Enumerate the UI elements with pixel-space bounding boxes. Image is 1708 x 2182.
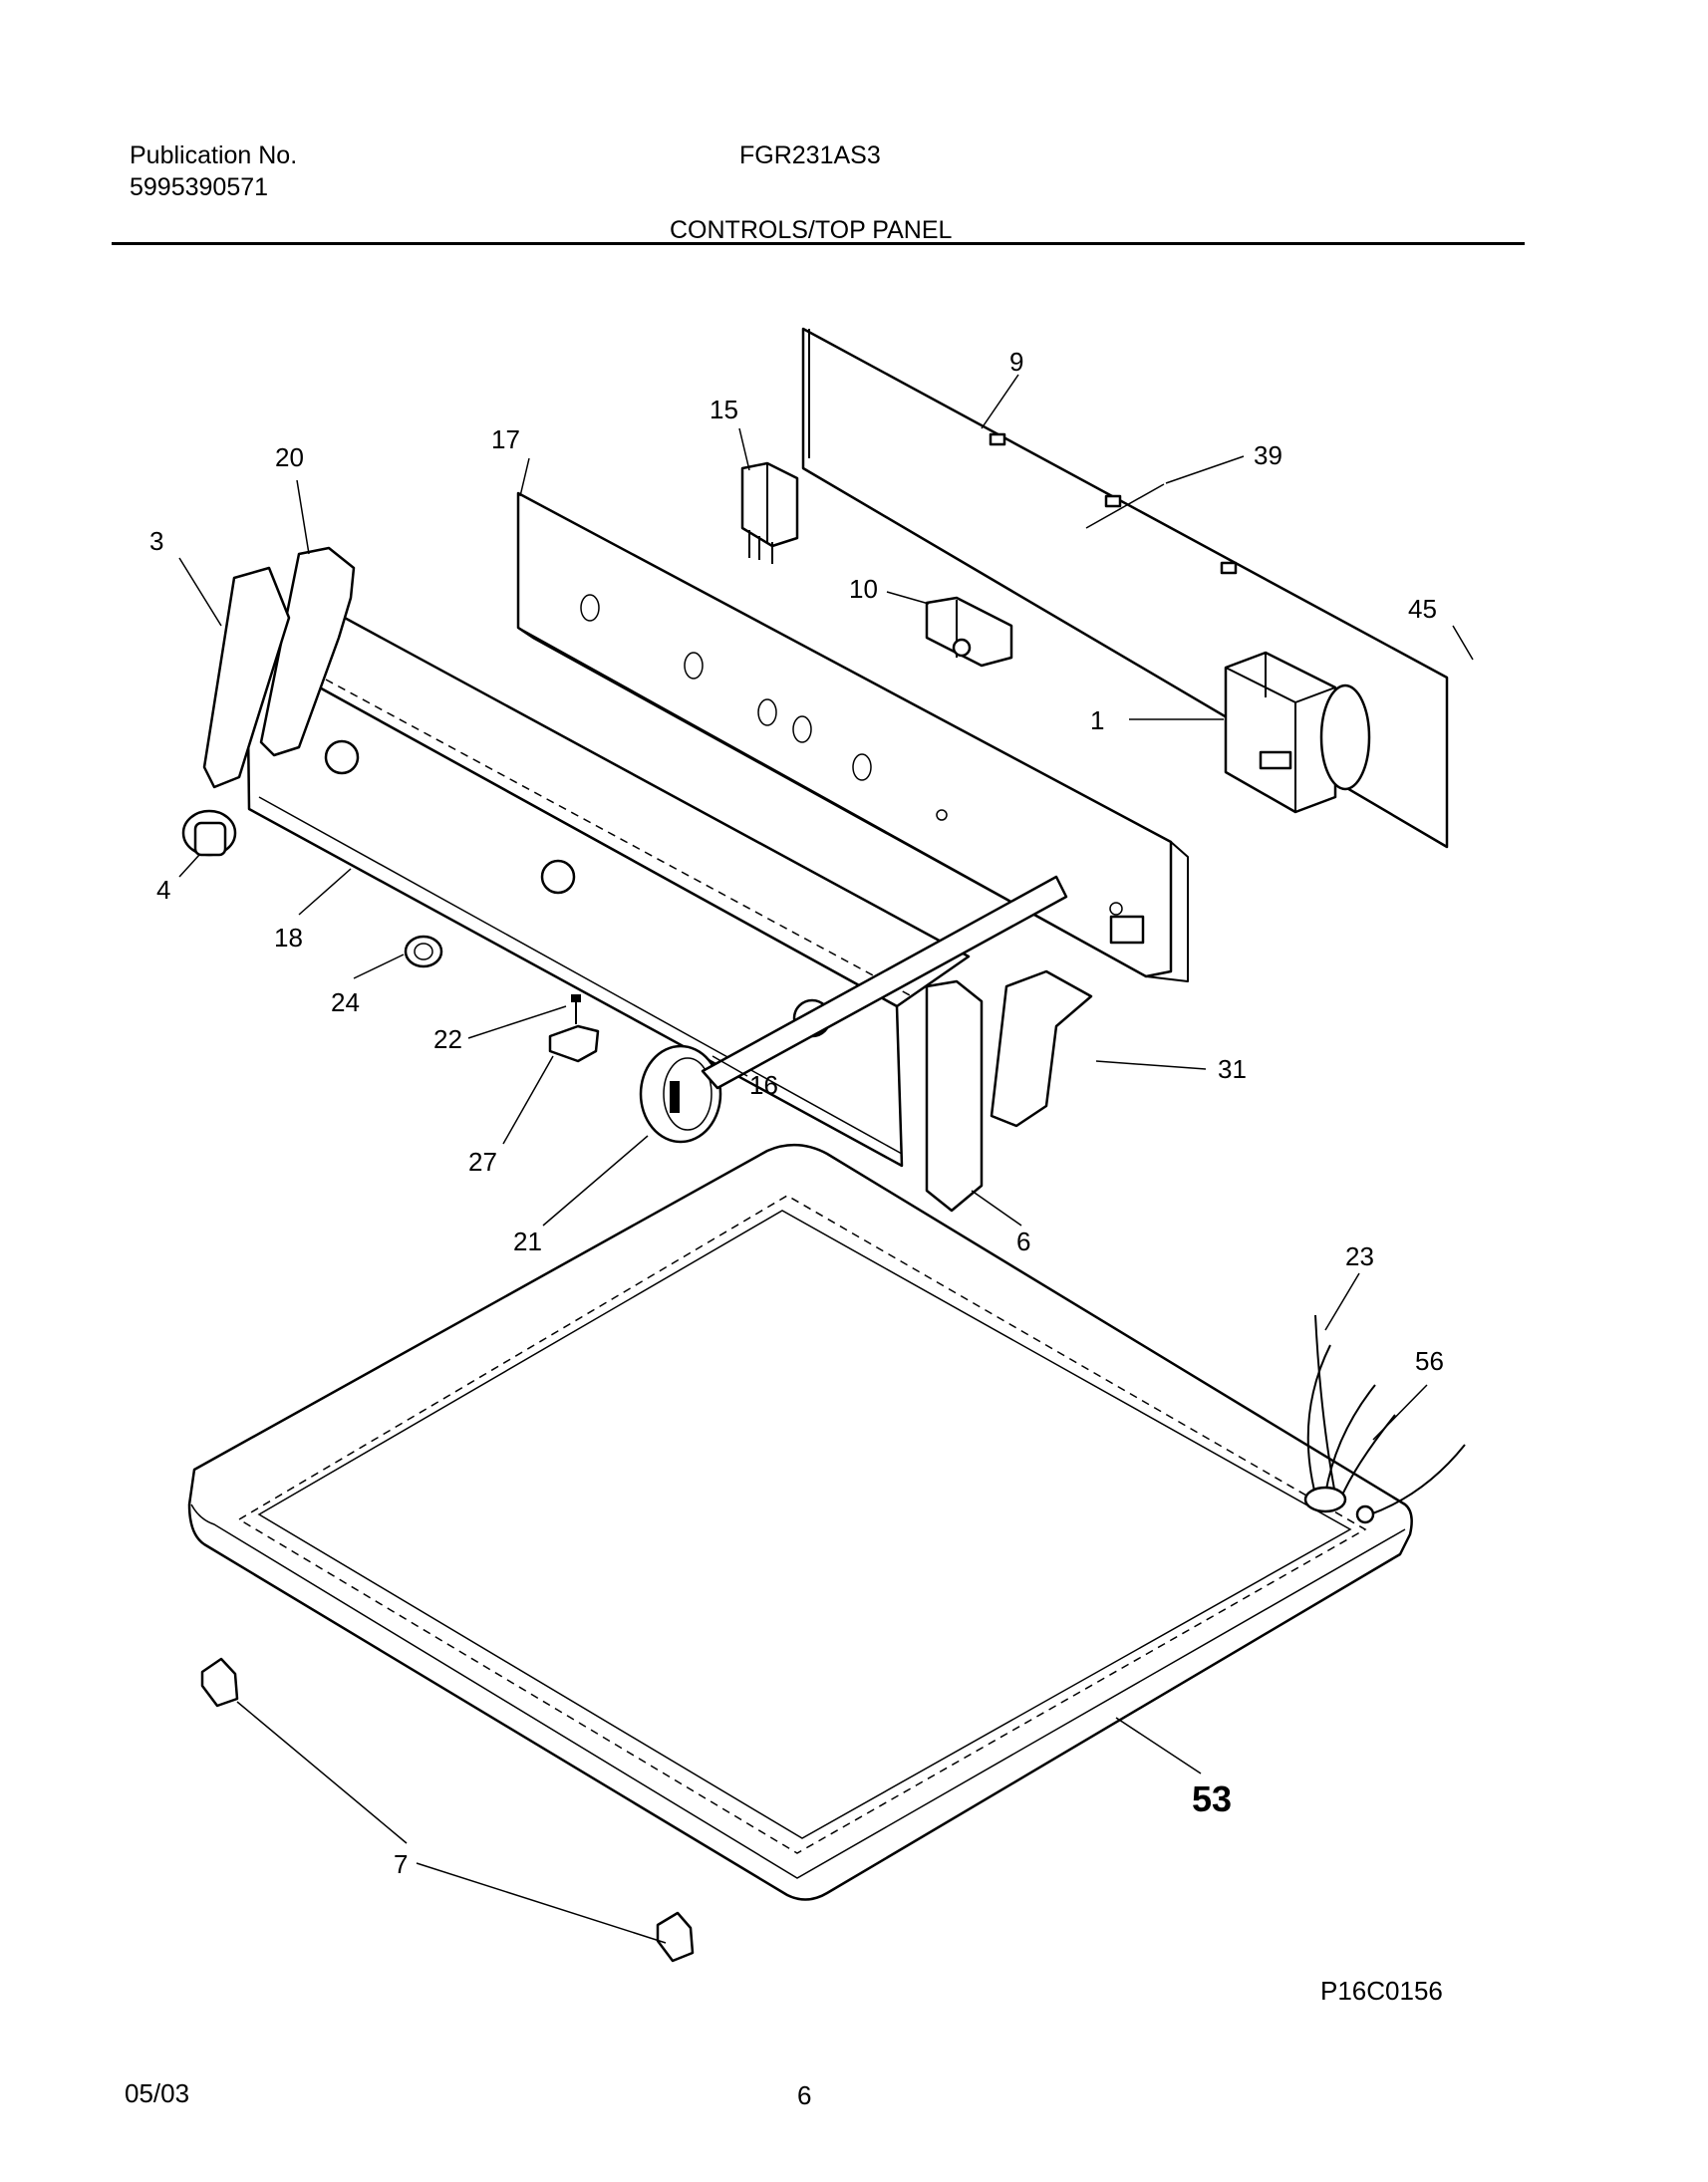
callout-27: 27: [468, 1147, 497, 1177]
right-endcap-part: [925, 969, 1093, 1213]
control-panel-backplate-part: [516, 491, 1189, 982]
callout-18: 18: [274, 923, 303, 953]
callout-16: 16: [749, 1070, 778, 1100]
callout-7: 7: [394, 1849, 408, 1879]
callout-20: 20: [275, 442, 304, 472]
switch-part-15: [740, 461, 799, 564]
switch-part-10: [925, 596, 1013, 668]
callout-56: 56: [1415, 1346, 1444, 1376]
footer-date: 05/03: [125, 2078, 189, 2108]
callout-24: 24: [331, 987, 360, 1017]
footer-page: 6: [797, 2080, 811, 2110]
console-panel-part: [245, 602, 971, 1168]
callout-6: 6: [1016, 1227, 1030, 1256]
header-rule: [112, 242, 1525, 245]
callout-15: 15: [710, 395, 738, 424]
callout-21: 21: [513, 1227, 542, 1256]
top-panel-part: [187, 1143, 1413, 1901]
callout-17: 17: [491, 424, 520, 454]
callout-4: 4: [156, 875, 170, 905]
bushing-part-24: [404, 935, 443, 968]
callout-53: 53: [1192, 1778, 1232, 1819]
callout-labels: 9 39 45 1 15 10 17 20 3 4 18 24 22 27 21…: [149, 347, 1444, 1879]
model-number: FGR231AS3: [739, 141, 881, 169]
callout-22: 22: [433, 1024, 462, 1054]
section-title: CONTROLS/TOP PANEL: [670, 216, 953, 244]
publication-label: Publication No.: [130, 141, 298, 169]
timer-part: [1224, 651, 1371, 814]
footer: P16C0156 05/03 6: [125, 1976, 1443, 2110]
foot-part: [200, 1657, 695, 1963]
callout-31: 31: [1218, 1054, 1247, 1084]
shaft-part-16: [701, 875, 1068, 1090]
callout-1: 1: [1090, 705, 1104, 735]
callout-9: 9: [1009, 347, 1023, 377]
leader-lines: [178, 374, 1474, 1944]
publication-number: 5995390571: [130, 173, 269, 201]
callout-3: 3: [149, 526, 163, 556]
callout-39: 39: [1254, 440, 1282, 470]
left-endcap-part: [202, 546, 356, 789]
callout-10: 10: [849, 574, 878, 604]
figure-code: P16C0156: [1320, 1976, 1443, 2006]
timer-knob-part-21: [639, 1044, 722, 1144]
callout-23: 23: [1345, 1241, 1374, 1271]
callout-45: 45: [1408, 594, 1437, 624]
bracket-part: [548, 994, 600, 1063]
knob-part-4: [181, 809, 237, 857]
